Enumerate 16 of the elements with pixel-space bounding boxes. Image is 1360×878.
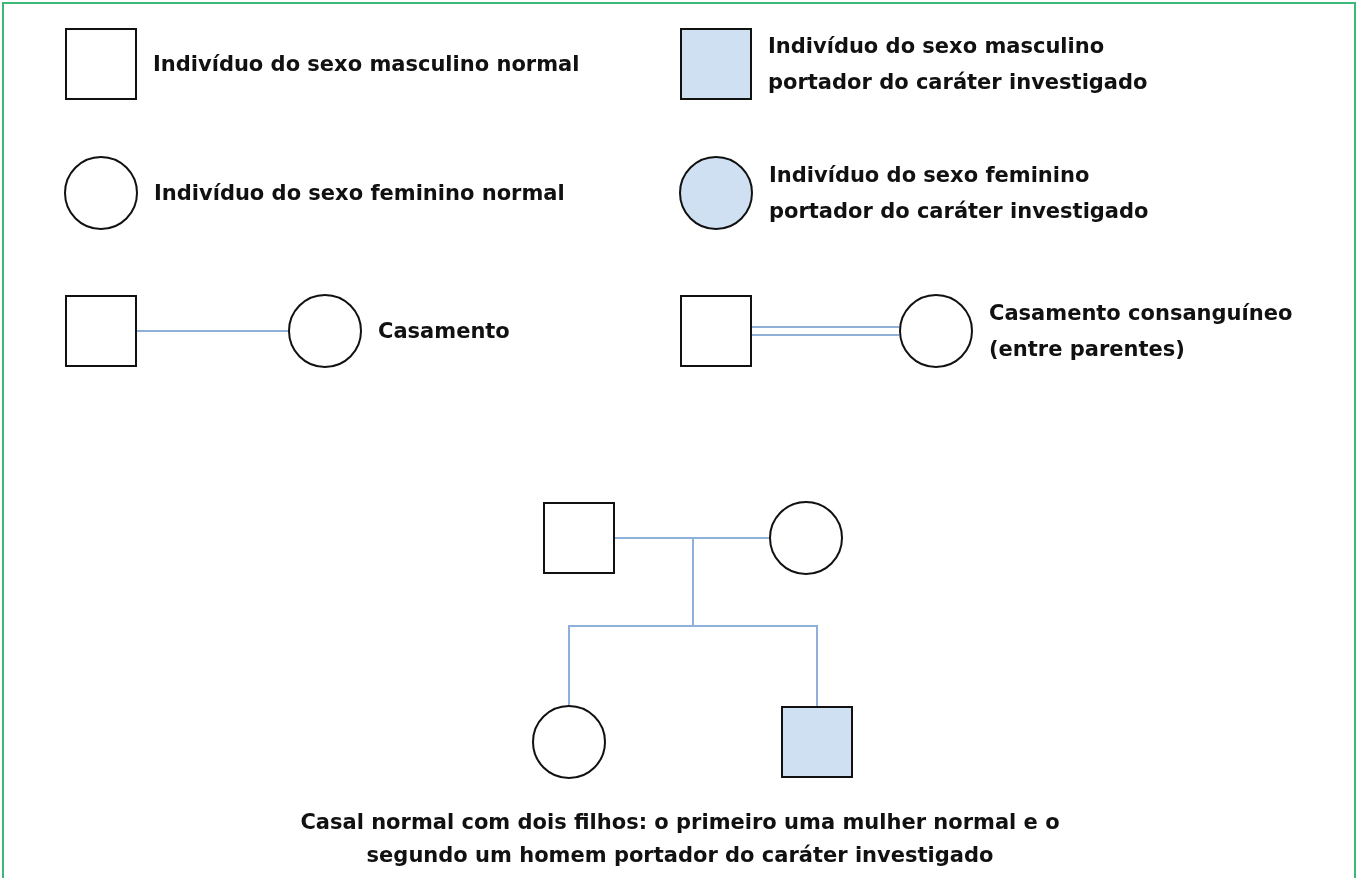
connector-line bbox=[136, 330, 289, 332]
connector-line bbox=[692, 537, 818, 707]
female-circle bbox=[532, 705, 606, 779]
symbol-description: Indivíduo do sexo feminino normal bbox=[154, 180, 566, 207]
male-square bbox=[65, 295, 137, 367]
male-square bbox=[543, 502, 615, 574]
female-circle bbox=[769, 501, 843, 575]
caption: Casal normal com dois filhos: o primeiro uma mulher normal e o segundo um homem portador do caráter investigado bbox=[299, 809, 1061, 869]
symbol-description: Casamento bbox=[378, 318, 511, 345]
symbol-description: Indivíduo do sexo masculino portador do caráter investigado bbox=[768, 33, 1149, 96]
symbol-description: Casamento consanguíneo (entre parentes) bbox=[989, 300, 1294, 363]
symbol-description: Indivíduo do sexo feminino portador do caráter investigado bbox=[769, 162, 1150, 225]
double-line bbox=[751, 326, 901, 336]
male-square bbox=[680, 295, 752, 367]
male-square bbox=[781, 706, 853, 778]
symbol-description: Indivíduo do sexo masculino normal bbox=[153, 51, 581, 78]
